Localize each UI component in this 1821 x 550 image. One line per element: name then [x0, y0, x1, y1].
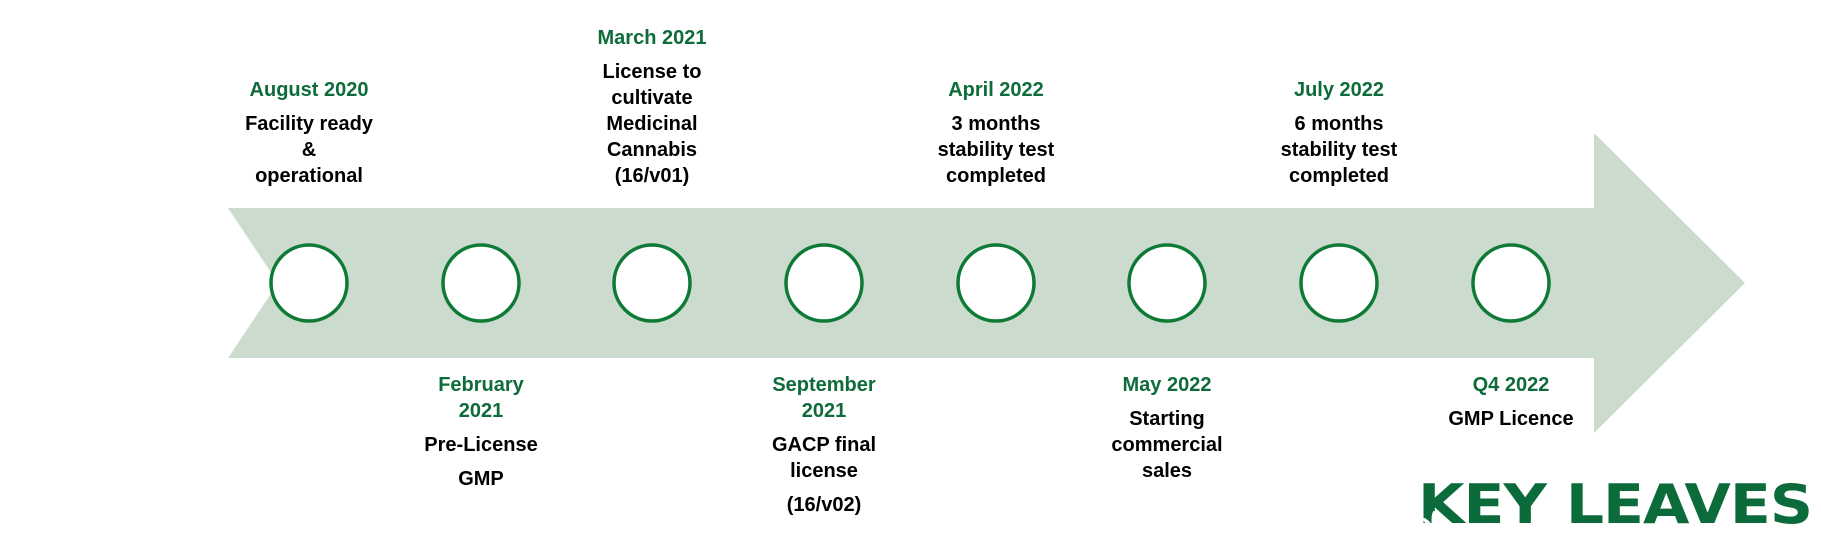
milestone-1: August 2020 Facility ready & operational [214, 77, 404, 189]
milestone-6: May 2022 Starting commercial sales [1072, 372, 1262, 484]
milestone-date: Q4 2022 [1472, 374, 1550, 396]
milestone-marker-3 [612, 243, 692, 323]
milestone-date: August 2020 [249, 79, 369, 101]
milestone-date: July 2022 [1293, 79, 1385, 101]
milestone-description-extra: GMP [458, 468, 504, 490]
milestone-description: 6 months stability test completed [1280, 113, 1398, 187]
milestone-date: March 2021 [597, 27, 707, 49]
milestone-description: GACP final license [771, 434, 877, 482]
milestone-date: April 2022 [948, 79, 1044, 101]
cannabis-leaf-icon [1421, 511, 1446, 531]
milestone-3: March 2021 License to cultivate Medicina… [557, 25, 747, 189]
milestone-marker-7 [1299, 243, 1379, 323]
milestone-date: September 2021 [772, 374, 876, 422]
milestone-description: GMP Licence [1448, 408, 1574, 430]
milestone-date: May 2022 [1122, 374, 1212, 396]
milestone-5: April 2022 3 months stability test compl… [901, 77, 1091, 189]
milestone-marker-5 [956, 243, 1036, 323]
milestone-marker-4 [784, 243, 864, 323]
milestone-description-extra: (16/v02) [786, 494, 862, 516]
milestone-marker-2 [441, 243, 521, 323]
milestone-description: Facility ready & operational [245, 113, 373, 187]
milestone-8: Q4 2022 GMP Licence [1416, 372, 1606, 432]
milestone-description: Pre-License [424, 434, 538, 456]
milestone-4: September 2021 GACP final license (16/v0… [729, 372, 919, 518]
milestone-description: Starting commercial sales [1111, 408, 1223, 482]
milestone-marker-8 [1471, 243, 1551, 323]
milestone-date: February 2021 [438, 374, 524, 422]
milestone-description: 3 months stability test completed [937, 113, 1055, 187]
key-leaves-logo: KEY LEAVES [1418, 473, 1813, 537]
milestone-marker-1 [269, 243, 349, 323]
milestone-2: February 2021 Pre-License GMP [386, 372, 576, 492]
milestone-description: License to cultivate Medicinal Cannabis … [602, 61, 702, 187]
milestone-7: July 2022 6 months stability test comple… [1244, 77, 1434, 189]
milestone-marker-6 [1127, 243, 1207, 323]
